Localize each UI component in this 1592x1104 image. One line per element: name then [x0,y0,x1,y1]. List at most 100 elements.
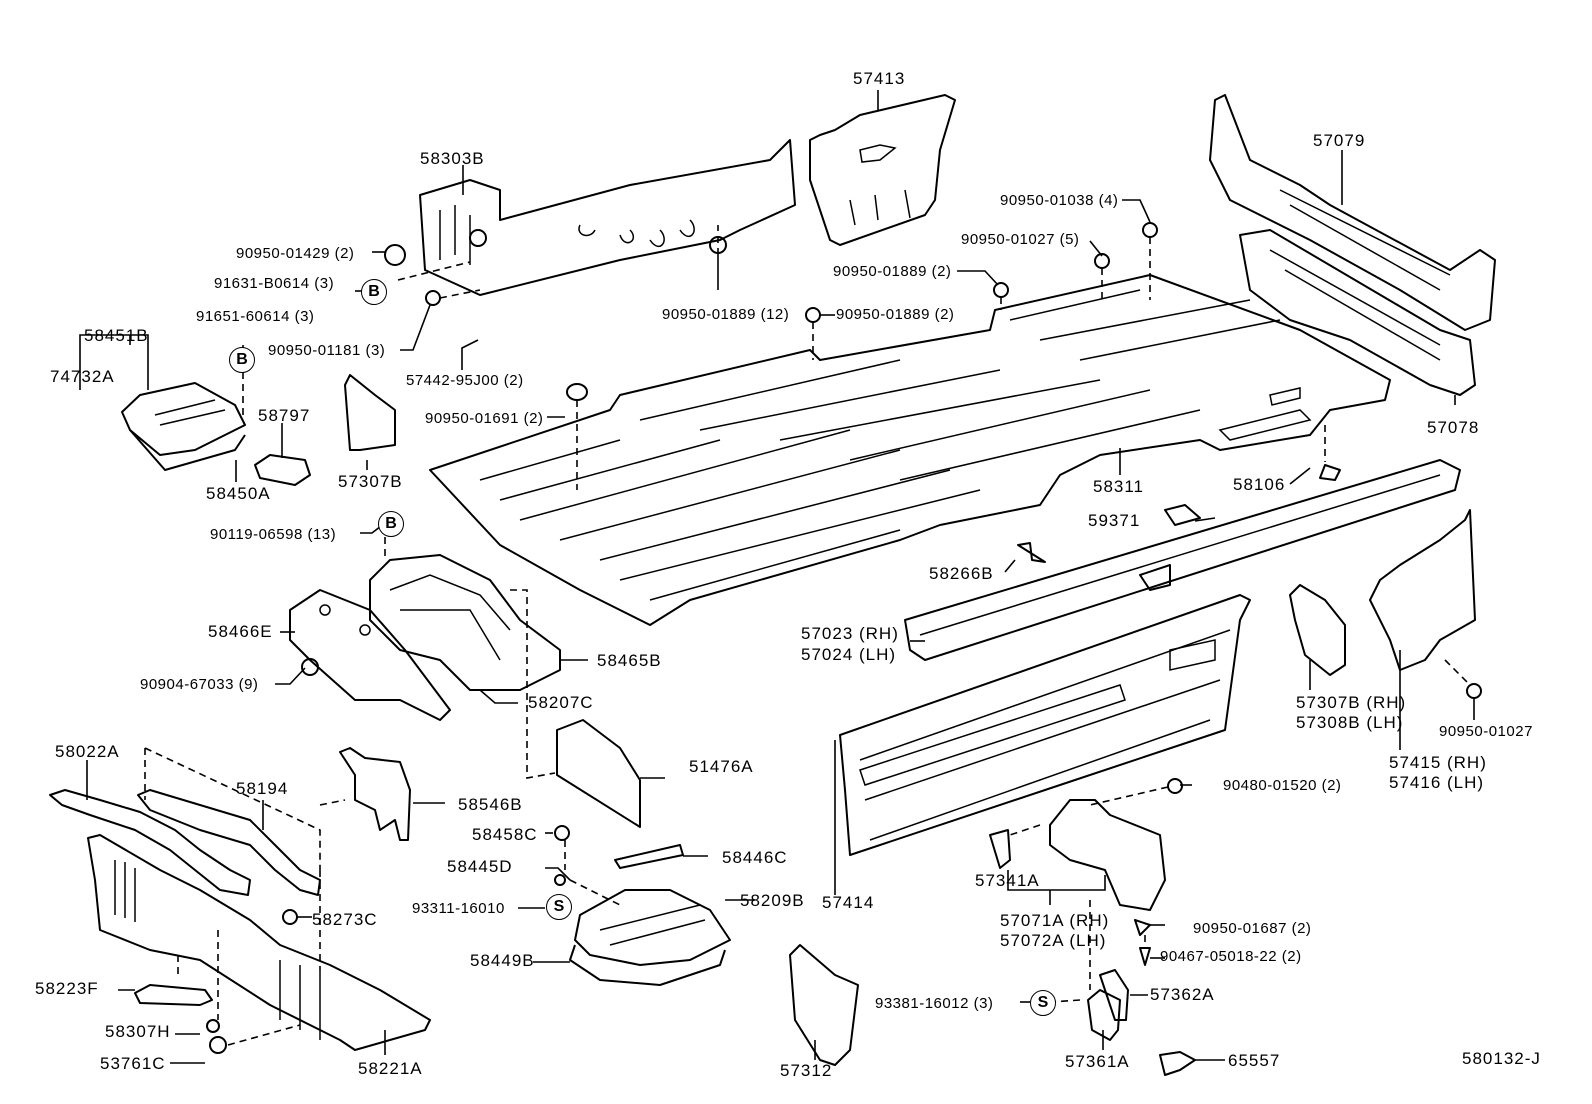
label-57024-lh: 57024 (LH) [801,645,897,664]
bracket-57071A [1049,799,1166,911]
label-58797: 58797 [258,406,311,425]
label-57413: 57413 [853,69,906,88]
tray-58209B [569,844,731,986]
label-57307B-rh: 57307B (RH) [1296,693,1407,712]
label-58546B: 58546B [458,795,523,814]
rear-member-57078 [1239,229,1476,396]
assembly-lines [144,225,1471,1046]
label-90950-01027: 90950-01027 [1439,723,1533,740]
label-90950-01889-2a: 90950-01889 (2) [836,306,955,323]
label-58311: 58311 [1093,477,1145,496]
label-58466E: 58466E [208,622,273,641]
sill-57023 [904,459,1461,661]
label-90950-01889-12: 90950-01889 (12) [662,306,790,323]
label-58450A: 58450A [206,484,271,503]
pad-57361A [1087,989,1121,1041]
bracket-57307B [344,374,396,451]
label-57414: 57414 [822,893,875,912]
label-57312: 57312 [780,1061,833,1080]
clip-65557 [1159,1051,1196,1076]
label-57307B: 57307B [338,472,403,491]
label-58266B: 58266B [929,564,994,583]
label-57072A-lh: 57072A (LH) [1000,931,1107,950]
label-90950-01429: 90950-01429 (2) [236,245,355,262]
label-93311-16010: 93311-16010 [412,900,505,917]
label-57071A-rh: 57071A (RH) [1000,911,1110,930]
pad-58223F [134,984,213,1006]
label-58207C: 58207C [528,693,594,712]
floor-pan-58311 [429,274,1391,626]
frame-rail-58022A [49,789,251,896]
callout-b-1: B [361,279,387,305]
label-90950-01691: 90950-01691 (2) [425,410,544,427]
bracket-57307B-rh [1289,584,1346,676]
panel-51476A [556,719,641,828]
pan-58451B [121,382,246,471]
label-58221A: 58221A [358,1059,423,1078]
label-90480-01520: 90480-01520 (2) [1223,777,1342,794]
callout-b-3: B [378,511,404,537]
label-65557: 65557 [1228,1051,1281,1070]
label-58273C: 58273C [312,910,378,929]
rear-member-57079 [1209,94,1496,331]
label-57416-lh: 57416 (LH) [1389,773,1485,792]
label-53761C: 53761C [100,1054,166,1073]
label-58209B: 58209B [740,891,805,910]
callout-s-2: S [1030,990,1056,1016]
label-90950-01027-5: 90950-01027 (5) [961,231,1080,248]
label-57442-95J00: 57442-95J00 (2) [406,372,524,389]
label-90950-01038-4: 90950-01038 (4) [1000,192,1119,209]
side-panel-57414 [839,594,1251,856]
label-51476A: 51476A [689,757,754,776]
label-57308B-lh: 57308B (LH) [1296,713,1404,732]
pad-57362A [1099,969,1129,1021]
label-90467-05018-22: 90467-05018-22 (2) [1160,948,1302,965]
crossmember-58303B [419,139,796,296]
label-58445D: 58445D [447,857,513,876]
label-58451B: 58451B [84,326,149,345]
label-91631-B0614: 91631-B0614 (3) [214,275,335,292]
wheelhouse-58465B [369,554,561,691]
pad-58546B [339,747,411,841]
label-57078: 57078 [1427,418,1480,437]
label-93381-16012: 93381-16012 (3) [875,995,994,1012]
block-57341A [989,829,1011,869]
label-58458C: 58458C [472,825,538,844]
label-57079: 57079 [1313,131,1366,150]
label-58307H: 58307H [105,1022,171,1041]
label-90119-06598: 90119-06598 (13) [210,526,337,543]
label-57361A: 57361A [1065,1052,1130,1071]
label-57023-rh: 57023 (RH) [801,624,899,643]
label-58303B: 58303B [420,149,485,168]
gasket-58797 [254,454,311,486]
label-58194: 58194 [236,779,289,798]
label-91651-60614: 91651-60614 (3) [196,308,315,325]
label-74732A: 74732A [50,367,115,386]
panel-57415 [1369,509,1476,671]
label-58446C: 58446C [722,848,788,867]
label-90950-01181: 90950-01181 (3) [268,342,386,359]
leader-lines [79,90,1475,1064]
wheelhouse-58466E [289,589,451,721]
label-57415-rh: 57415 (RH) [1389,753,1487,772]
label-90950-01889-2b: 90950-01889 (2) [833,263,952,280]
frame-rail-58194 [137,789,321,896]
label-58106: 58106 [1233,475,1286,494]
callout-b-2: B [229,347,255,373]
label-59371: 59371 [1088,511,1141,530]
label-58465B: 58465B [597,651,662,670]
label-58223F: 58223F [35,979,99,998]
panel-57413 [809,94,956,246]
label-90904-67033: 90904-67033 (9) [140,676,259,693]
label-90950-01687: 90950-01687 (2) [1193,920,1312,937]
label-57362A: 57362A [1150,985,1215,1004]
label-58022A: 58022A [55,742,120,761]
frame-rail-58221A [87,834,431,1051]
label-58449B: 58449B [470,951,535,970]
panel-57312 [789,944,859,1066]
label-57341A: 57341A [975,871,1040,890]
callout-s-1: S [546,894,572,920]
diagram-code: 580132-J [1462,1049,1541,1068]
